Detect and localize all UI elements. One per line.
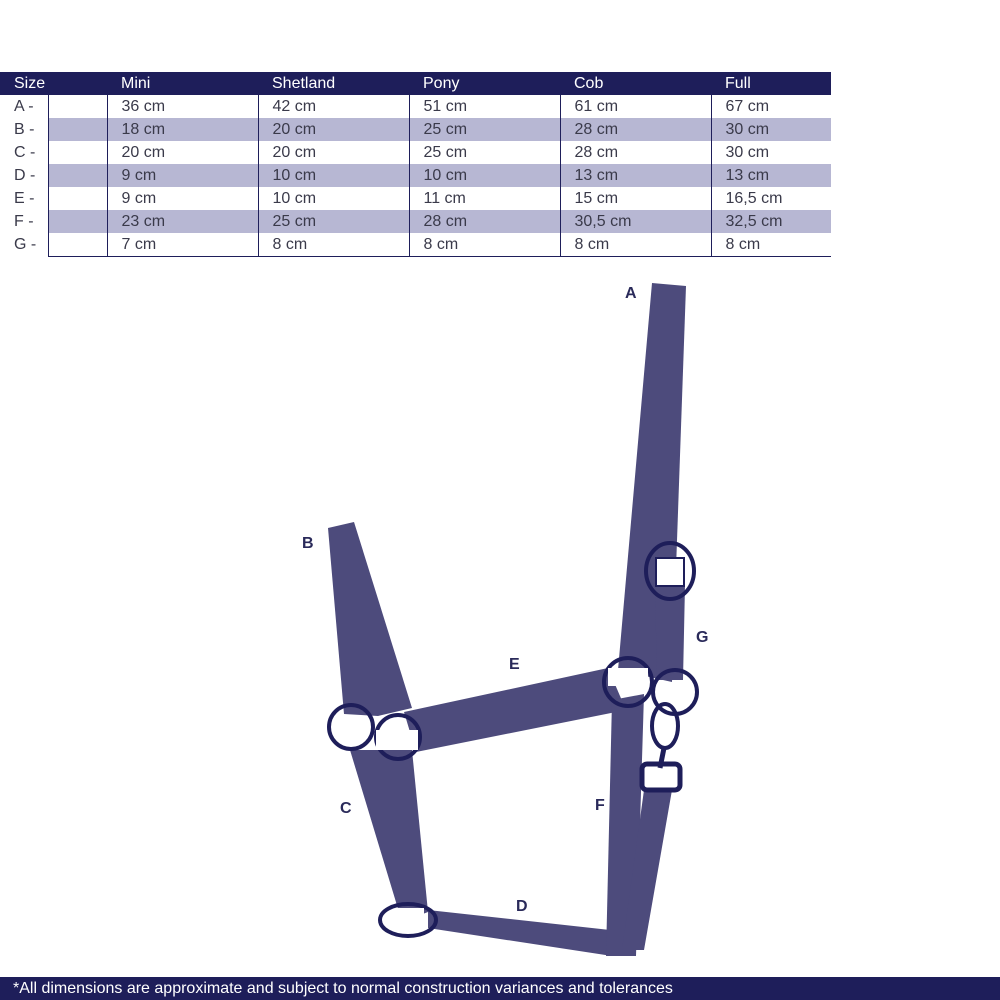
cell-value: 30 cm: [710, 118, 831, 141]
cell-value: 42 cm: [257, 95, 409, 118]
cell-value: 67 cm: [710, 95, 831, 118]
row-spacer: [47, 164, 107, 187]
ring-left-outer: [327, 703, 375, 751]
cell-value: 25 cm: [257, 210, 409, 233]
strap-c: [350, 750, 428, 922]
cell-value: 30 cm: [710, 141, 831, 164]
header-shetland: Shetland: [258, 72, 409, 95]
label-g: G: [696, 629, 708, 646]
strap-e: [404, 668, 626, 752]
cell-value: 7 cm: [106, 233, 258, 257]
cell-value: 16,5 cm: [710, 187, 831, 210]
row-label: D -: [14, 166, 36, 184]
label-c: C: [340, 800, 352, 817]
cell-value: 25 cm: [408, 141, 560, 164]
row-spacer: [47, 210, 107, 233]
ring-left-gap: [376, 730, 418, 750]
label-f: F: [595, 797, 605, 814]
cell-value: 8 cm: [710, 233, 831, 257]
cell-value: 25 cm: [408, 118, 560, 141]
cell-value: 30,5 cm: [559, 210, 711, 233]
cell-value: 9 cm: [106, 164, 258, 187]
header-full: Full: [711, 72, 831, 95]
row-label: E -: [14, 189, 35, 207]
row-label: A -: [14, 97, 34, 115]
cell-value: 20 cm: [106, 141, 258, 164]
row-spacer: [47, 118, 107, 141]
header-cob: Cob: [560, 72, 711, 95]
cell-value: 28 cm: [408, 210, 560, 233]
size-table: Size Mini Shetland Pony Cob Full A - 36 c…: [0, 72, 831, 257]
strap-lower-right: [622, 790, 672, 950]
cell-value: 28 cm: [559, 118, 711, 141]
cell-value: 51 cm: [408, 95, 560, 118]
cell-value: 8 cm: [559, 233, 711, 257]
row-label: C -: [14, 143, 36, 161]
ring-right-gap: [608, 668, 648, 686]
cell-value: 10 cm: [408, 164, 560, 187]
cell-value: 28 cm: [559, 141, 711, 164]
row-label: G -: [14, 235, 37, 253]
buckle-bar: [655, 557, 685, 587]
header-size: Size: [0, 72, 48, 95]
cell-value: 15 cm: [559, 187, 711, 210]
cell-value: 13 cm: [710, 164, 831, 187]
cell-value: 61 cm: [559, 95, 711, 118]
row-spacer: [47, 95, 107, 118]
row-spacer: [47, 141, 107, 164]
cell-value: 36 cm: [106, 95, 258, 118]
cell-value: 9 cm: [106, 187, 258, 210]
cell-value: 18 cm: [106, 118, 258, 141]
strap-d: [428, 910, 612, 956]
strap-g: [655, 585, 685, 680]
cell-value: 20 cm: [257, 141, 409, 164]
header-spacer: [48, 72, 107, 95]
ring-bottom-gap: [396, 908, 424, 922]
ring-right-top: [602, 656, 654, 708]
footer-note: *All dimensions are approximate and subj…: [0, 977, 1000, 1000]
row-spacer: [47, 187, 107, 210]
cell-value: 13 cm: [559, 164, 711, 187]
label-b: B: [302, 535, 314, 552]
cell-value: 23 cm: [106, 210, 258, 233]
cell-value: 32,5 cm: [710, 210, 831, 233]
buckle-ring: [644, 541, 696, 601]
table-header-row: Size Mini Shetland Pony Cob Full: [0, 72, 831, 95]
label-d: D: [516, 898, 528, 915]
label-a: A: [625, 285, 637, 302]
ring-bottom-left: [378, 902, 438, 938]
header-pony: Pony: [409, 72, 560, 95]
strap-b: [328, 522, 412, 716]
cell-value: 8 cm: [257, 233, 409, 257]
cell-value: 11 cm: [408, 187, 560, 210]
row-label: B -: [14, 120, 35, 138]
row-spacer: [47, 233, 107, 257]
cell-value: 20 cm: [257, 118, 409, 141]
label-e: E: [509, 656, 520, 673]
cell-value: 10 cm: [257, 187, 409, 210]
header-mini: Mini: [107, 72, 258, 95]
row-label: F -: [14, 212, 34, 230]
cell-value: 8 cm: [408, 233, 560, 257]
cell-value: 10 cm: [257, 164, 409, 187]
snap-hook: [639, 702, 683, 793]
